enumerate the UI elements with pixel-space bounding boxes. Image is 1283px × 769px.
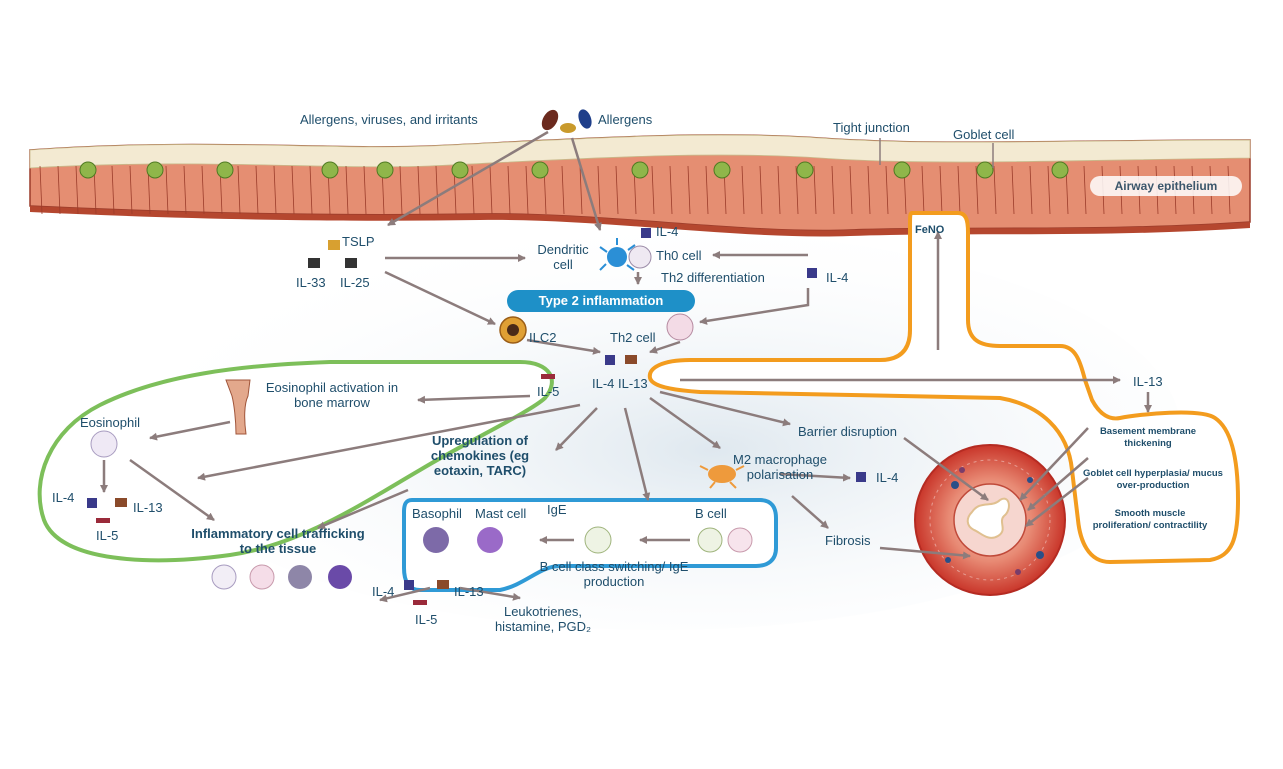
- label-il4-th2diff: IL-4: [826, 270, 849, 285]
- label-goblet-hyperplasia: Goblet cell hyperplasia/ mucus over-prod…: [1083, 468, 1223, 491]
- trafficking-cells-icon: [211, 564, 352, 590]
- goblet-cell-icon: [376, 161, 394, 179]
- label-ige: IgE: [547, 502, 567, 517]
- allergen-particles-icon: [541, 109, 592, 133]
- goblet-cell-icon: [1051, 161, 1069, 179]
- label-il4-m2: IL-4: [876, 470, 899, 485]
- label-basement-membrane: Basement membrane thickening: [1099, 426, 1197, 449]
- tight-junction-pointer: [879, 138, 994, 168]
- mast-cell-icon: [477, 527, 503, 553]
- label-smooth-muscle: Smooth muscle proliferation/ contractili…: [1092, 508, 1208, 531]
- label-eosinophil: Eosinophil: [80, 415, 140, 430]
- label-il5-left: IL-5: [96, 528, 119, 543]
- label-il13-bottom: IL-13: [454, 584, 484, 599]
- goblet-cell-icon: [976, 161, 994, 179]
- goblet-cell-icon: [631, 161, 649, 179]
- label-tight-junction: Tight junction: [833, 120, 910, 135]
- airway-remodeling-outline: [647, 211, 1241, 565]
- label-b-cell: B cell: [695, 506, 727, 521]
- label-allergens: Allergens: [598, 112, 653, 127]
- goblet-cell-icon: [893, 161, 911, 179]
- label-il25: IL-25: [340, 275, 370, 290]
- label-mast-cell: Mast cell: [475, 506, 527, 521]
- pathway-arrows: [100, 130, 1152, 603]
- goblet-cell-icon: [451, 161, 469, 179]
- label-il13-right: IL-13: [1133, 374, 1163, 389]
- airway-epithelium: [29, 134, 1251, 237]
- label-ilc2: ILC2: [529, 330, 557, 345]
- bone-marrow-icon: [225, 379, 251, 435]
- label-il13-left: IL-13: [133, 500, 163, 515]
- label-eosinophil-activation: Eosinophil activation in bone marrow: [265, 380, 399, 410]
- label-feno: FeNO: [915, 224, 945, 236]
- label-barrier-disruption: Barrier disruption: [798, 424, 897, 439]
- label-allergens-viruses: Allergens, viruses, and irritants: [300, 112, 478, 127]
- label-goblet-cell: Goblet cell: [953, 127, 1015, 142]
- goblet-cell-icon: [531, 161, 549, 179]
- airway-cross-section: [914, 444, 1066, 596]
- label-tslp: TSLP: [342, 234, 375, 249]
- macrophage-icon: [699, 465, 745, 489]
- plasma-cell-icon: [584, 526, 612, 554]
- label-il33: IL-33: [296, 275, 326, 290]
- label-il4-il13-center: IL-4 IL-13: [592, 376, 648, 391]
- label-il4-bottom: IL-4: [372, 584, 395, 599]
- label-m2-macrophage: M2 macrophage polarisation: [733, 452, 827, 482]
- label-fibrosis: Fibrosis: [825, 533, 871, 548]
- th2-cell-icon: [666, 313, 694, 341]
- goblet-cell-icon: [216, 161, 234, 179]
- cytokine-il4-icons: [87, 228, 866, 590]
- eosinophil-pathway-outline: [37, 360, 554, 563]
- th0-cell-icon: [628, 245, 652, 269]
- goblet-cell-icon: [79, 161, 97, 179]
- b-cell-icon: [697, 527, 723, 553]
- label-basophil: Basophil: [412, 506, 462, 521]
- label-il5-center: IL-5: [537, 384, 560, 399]
- label-b-cell-switching: B cell class switching/ IgE production: [539, 559, 689, 589]
- goblet-cell-icon: [321, 161, 339, 179]
- type2-inflammation-badge: Type 2 inflammation: [507, 290, 695, 312]
- goblet-cell-icon: [796, 161, 814, 179]
- label-leukotrienes: Leukotrienes, histamine, PGD₂: [494, 604, 592, 634]
- label-airway-epithelium: Airway epithelium: [1090, 176, 1242, 196]
- dendritic-cell-icon: [599, 238, 636, 271]
- label-th0-cell: Th0 cell: [656, 248, 702, 263]
- b-cell-2-icon: [727, 527, 753, 553]
- label-inflammatory-trafficking: Inflammatory cell trafficking to the tis…: [191, 526, 365, 556]
- label-th2-cell: Th2 cell: [610, 330, 656, 345]
- goblet-cell-icon: [146, 161, 164, 179]
- cytokine-il13-icons: [115, 355, 637, 589]
- label-il4-left: IL-4: [52, 490, 75, 505]
- label-upregulation: Upregulation of chemokines (eg eotaxin, …: [430, 433, 530, 478]
- goblet-cell-icon: [713, 161, 731, 179]
- label-th2-differentiation: Th2 differentiation: [661, 270, 765, 285]
- label-dendritic-cell: Dendritic cell: [537, 242, 589, 272]
- cytokine-il5-icons: [96, 374, 555, 605]
- basophil-cell-icon: [423, 527, 449, 553]
- eosinophil-cell-icon: [90, 430, 118, 458]
- label-il4-top: IL-4: [656, 224, 679, 239]
- label-il5-bottom: IL-5: [415, 612, 438, 627]
- cytokine-tslp-icon: [308, 240, 357, 268]
